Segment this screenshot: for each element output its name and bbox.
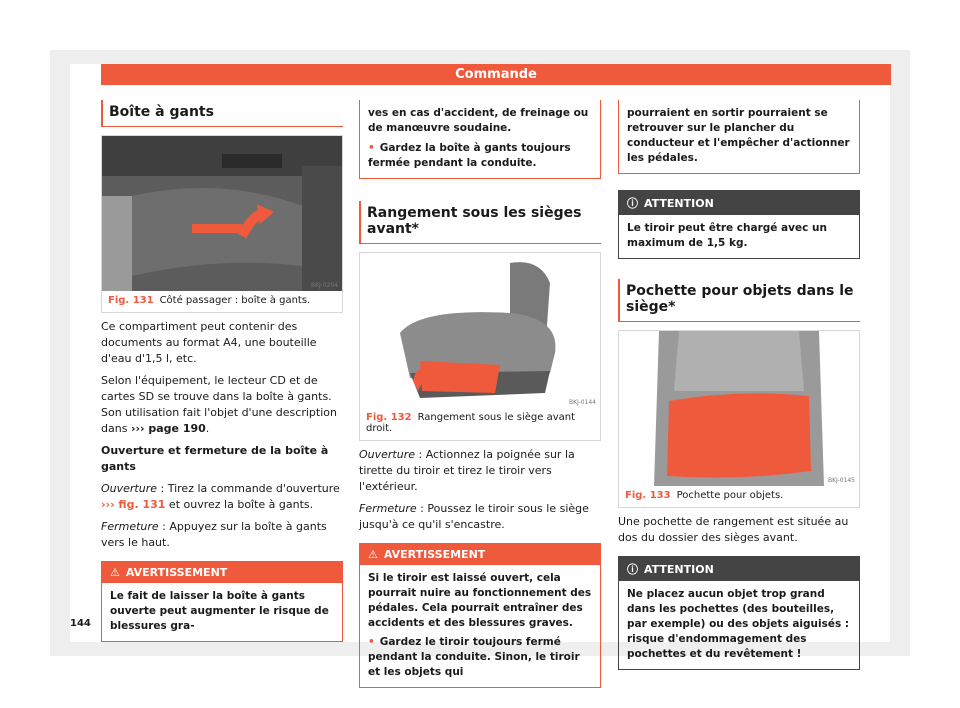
manual-page: Commande Boîte à gants BKJ-0204 Fig. 13 [70, 64, 891, 688]
paragraph-open: Ouverture : Tirez la commande d'ouvertur… [101, 482, 340, 511]
warning-box-cont: ves en cas d'accident, de freinage ou de… [359, 100, 601, 179]
paragraph-open: Ouverture : Actionnez la poignée sur la … [359, 448, 575, 493]
paragraph-close: Fermeture : Appuyez sur la boîte à gants… [101, 520, 327, 549]
warning-icon: ⚠ [110, 566, 120, 579]
warning-box: ⚠AVERTISSEMENT Si le tiroir est laissé o… [359, 543, 601, 688]
paragraph-close: Fermeture : Poussez le tiroir sous le si… [359, 502, 589, 531]
heading-glovebox: Boîte à gants [101, 100, 343, 127]
warning-header: ⚠AVERTISSEMENT [102, 562, 342, 583]
column-2: ves en cas d'accident, de freinage ou de… [359, 100, 601, 688]
warning-box-cont: pourraient en sortir pourraient se retro… [618, 100, 860, 174]
caption-text: Côté passager : boîte à gants. [159, 295, 311, 306]
figure-number: Fig. 131 [108, 295, 154, 306]
page-link[interactable]: ››› page 190 [130, 422, 206, 435]
figure-caption: Fig. 131 Côté passager : boîte à gants. [102, 291, 342, 312]
figure-number: Fig. 132 [366, 412, 412, 423]
figure-number: Fig. 133 [625, 490, 671, 501]
page-number: 144 [70, 618, 91, 629]
image-code: BKJ-0144 [568, 399, 596, 406]
info-icon: ⓘ [627, 197, 638, 210]
warning-icon: ⚠ [368, 548, 378, 561]
warning-box: ⚠AVERTISSEMENT Le fait de laisser la boî… [101, 561, 343, 642]
paragraph: Une pochette de rangement est située au … [618, 515, 849, 544]
figure-131: BKJ-0204 Fig. 131 Côté passager : boîte à… [101, 135, 343, 313]
paragraph: Selon l'équipement, le lecteur CD et de … [101, 374, 337, 435]
section-header: Commande [101, 64, 891, 85]
glovebox-image: BKJ-0204 [102, 136, 342, 291]
seat-image: BKJ-0144 [360, 253, 600, 408]
paragraph: Ce compartiment peut contenir des docume… [101, 320, 317, 365]
pocket-image: BKJ-0145 [619, 331, 859, 486]
warning-body: Le fait de laisser la boîte à gants ouve… [110, 590, 329, 632]
heading-under-seat: Rangement sous les sièges avant* [359, 201, 601, 244]
figure-link[interactable]: ››› fig. 131 [101, 498, 166, 511]
subheading: Ouverture et fermeture de la boîte à gan… [101, 444, 329, 473]
column-1: Boîte à gants BKJ-0204 Fig. 131 Côté pass… [101, 100, 343, 642]
column-3: pourraient en sortir pourraient se retro… [618, 100, 860, 670]
info-icon: ⓘ [627, 563, 638, 576]
image-code: BKJ-0204 [310, 282, 338, 289]
heading-seat-pocket: Pochette pour objets dans le siège* [618, 279, 860, 322]
image-code: BKJ-0145 [827, 477, 855, 484]
